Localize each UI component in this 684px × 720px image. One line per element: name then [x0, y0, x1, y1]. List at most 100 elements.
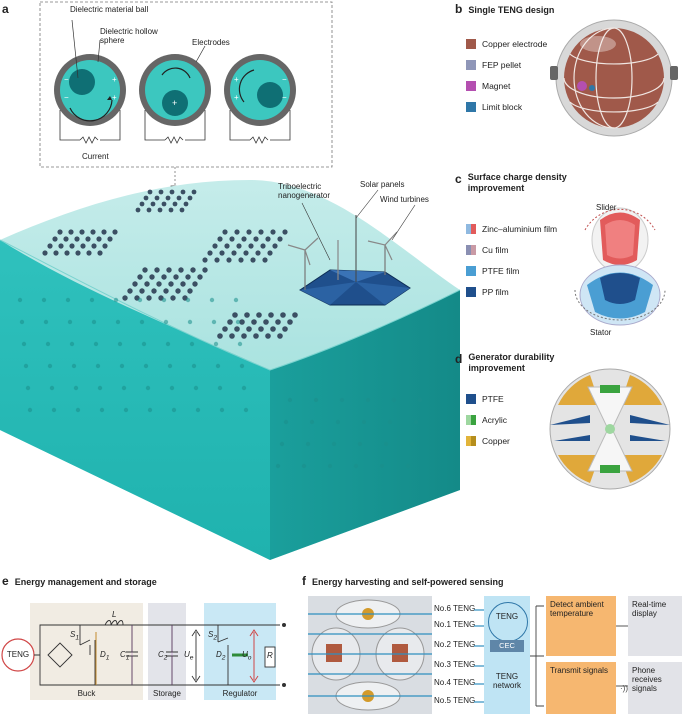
- teng-list-item: No.6 TENG: [434, 604, 476, 613]
- svg-text:+: +: [172, 98, 177, 108]
- s1-symbol: S: [70, 630, 76, 639]
- panel-c-legend-item: PTFE film: [466, 266, 519, 276]
- s2-sub: 2: [213, 634, 218, 642]
- svg-text:−: −: [282, 75, 287, 84]
- panel-d-title: Generator durability improvement: [468, 352, 555, 373]
- label-dielectric-ball: Dielectric material ball: [70, 5, 149, 14]
- panel-f-connectors: ·)): [474, 605, 628, 707]
- panel-d-swatch: [466, 394, 476, 404]
- detect-temperature-box: Detect ambient temperature: [546, 596, 616, 656]
- uo-label: Uo: [242, 650, 251, 663]
- panel-c-legend-item: Zinc–aluminium film: [466, 224, 557, 234]
- panel-d-legend-label: Copper: [482, 436, 510, 446]
- s1-label: S1: [70, 630, 79, 643]
- panel-e-letter: e: [2, 574, 9, 588]
- panel-b-legend-label: Magnet: [482, 81, 511, 91]
- c2-sub: 2: [163, 654, 168, 662]
- uo-symbol: U: [242, 650, 248, 659]
- teng-list-item: No.3 TENG: [434, 660, 476, 669]
- panel-c-title: Surface charge density improvement: [467, 172, 567, 193]
- svg-text:−: −: [282, 93, 287, 102]
- energy-circuit: [1, 620, 286, 687]
- panel-c-legend-label: PP film: [482, 287, 509, 297]
- teng-list-item: No.2 TENG: [434, 640, 476, 649]
- transmit-signals-box: Transmit signals: [546, 662, 616, 714]
- panel-d-swatch: [466, 436, 476, 446]
- panel-e-header: e Energy management and storage: [2, 574, 157, 588]
- c1-symbol: C: [120, 650, 126, 659]
- teng-circle: [488, 602, 528, 642]
- panel-c-swatch: [466, 224, 476, 234]
- teng-list-item: No.5 TENG: [434, 696, 476, 705]
- sphere-1: − − + +: [54, 54, 126, 126]
- label-hollow-sphere: Dielectric hollow sphere: [100, 27, 158, 45]
- storage-block: [148, 603, 186, 700]
- svg-text:−: −: [64, 75, 69, 84]
- panel-d-legend-label: Acrylic: [482, 415, 508, 425]
- label-solar: Solar panels: [360, 180, 405, 189]
- panel-e-title: Energy management and storage: [14, 577, 157, 587]
- c2-symbol: C: [158, 650, 164, 659]
- panel-d-swatch: [466, 415, 476, 425]
- panel-d-legend-item: PTFE: [466, 394, 504, 404]
- panel-c-legend-item: Cu film: [466, 245, 508, 255]
- svg-text:+: +: [112, 93, 117, 102]
- durability-device: [549, 368, 671, 490]
- svg-text:+: +: [234, 75, 239, 84]
- label-wind: Wind turbines: [380, 195, 429, 204]
- panel-c-legend-label: Cu film: [482, 245, 509, 255]
- panel-d-legend-item: Copper: [466, 436, 510, 446]
- panel-a-figure: − − + + + + + − −: [0, 1, 460, 560]
- teng-circle-label: TENG: [495, 612, 519, 621]
- label-slider: Slider: [596, 203, 617, 212]
- surface-charge-device: [574, 207, 666, 326]
- svg-text:·)): ·)): [620, 684, 628, 693]
- panel-b-swatch: [466, 102, 476, 112]
- regulator-label: Regulator: [222, 689, 258, 698]
- label-electrodes: Electrodes: [192, 38, 230, 47]
- panel-d-header: d Generator durability improvement: [455, 352, 578, 374]
- sphere-2: +: [139, 54, 211, 126]
- d1-symbol: D: [100, 650, 106, 659]
- r-label: R: [267, 651, 273, 660]
- uo-sub: o: [247, 654, 252, 662]
- svg-text:+: +: [112, 75, 117, 84]
- single-teng-sphere: [550, 19, 678, 137]
- panel-b-legend-item: Magnet: [466, 81, 510, 91]
- panel-d-legend-label: PTFE: [482, 394, 504, 404]
- panel-b-legend-label: Copper electrode: [482, 39, 548, 49]
- s2-label: S2: [208, 630, 217, 643]
- teng-network-photo: [308, 596, 432, 714]
- regulator-block: [204, 603, 276, 700]
- buck-label: Buck: [77, 689, 96, 698]
- panel-b-swatch: [466, 60, 476, 70]
- panel-b-legend-item: FEP pellet: [466, 60, 521, 70]
- panel-c-legend-item: PP film: [466, 287, 509, 297]
- phone-receives-box: Phone receives signals: [628, 662, 682, 714]
- panel-f-letter: f: [302, 574, 306, 588]
- realtime-display-box: Real-time display: [628, 596, 682, 656]
- svg-text:+: +: [234, 93, 239, 102]
- teng-source-label: TENG: [6, 650, 30, 659]
- c1-sub: 1: [125, 654, 130, 662]
- label-stator: Stator: [590, 328, 612, 337]
- d1-label: D1: [100, 650, 109, 663]
- s1-sub: 1: [75, 634, 80, 642]
- panel-b-legend-item: Copper electrode: [466, 39, 547, 49]
- panel-a-letter: a: [2, 2, 9, 16]
- ue-symbol: U: [184, 650, 190, 659]
- c2-label: C2: [158, 650, 167, 663]
- buck-block: [30, 603, 143, 700]
- label-triboelectric: Triboelectric nanogenerator: [278, 182, 331, 200]
- l-label: L: [112, 610, 117, 619]
- panel-d-legend-item: Acrylic: [466, 415, 507, 425]
- panel-c-swatch: [466, 245, 476, 255]
- d2-sub: 2: [221, 654, 226, 662]
- d2-symbol: D: [216, 650, 222, 659]
- label-current: Current: [82, 152, 109, 161]
- panel-b-header: b Single TENG design: [455, 2, 554, 16]
- panel-c-header: c Surface charge density improvement: [455, 172, 578, 194]
- ue-sub: e: [189, 654, 194, 662]
- panel-b-swatch: [466, 81, 476, 91]
- panel-b-legend-label: FEP pellet: [482, 60, 522, 70]
